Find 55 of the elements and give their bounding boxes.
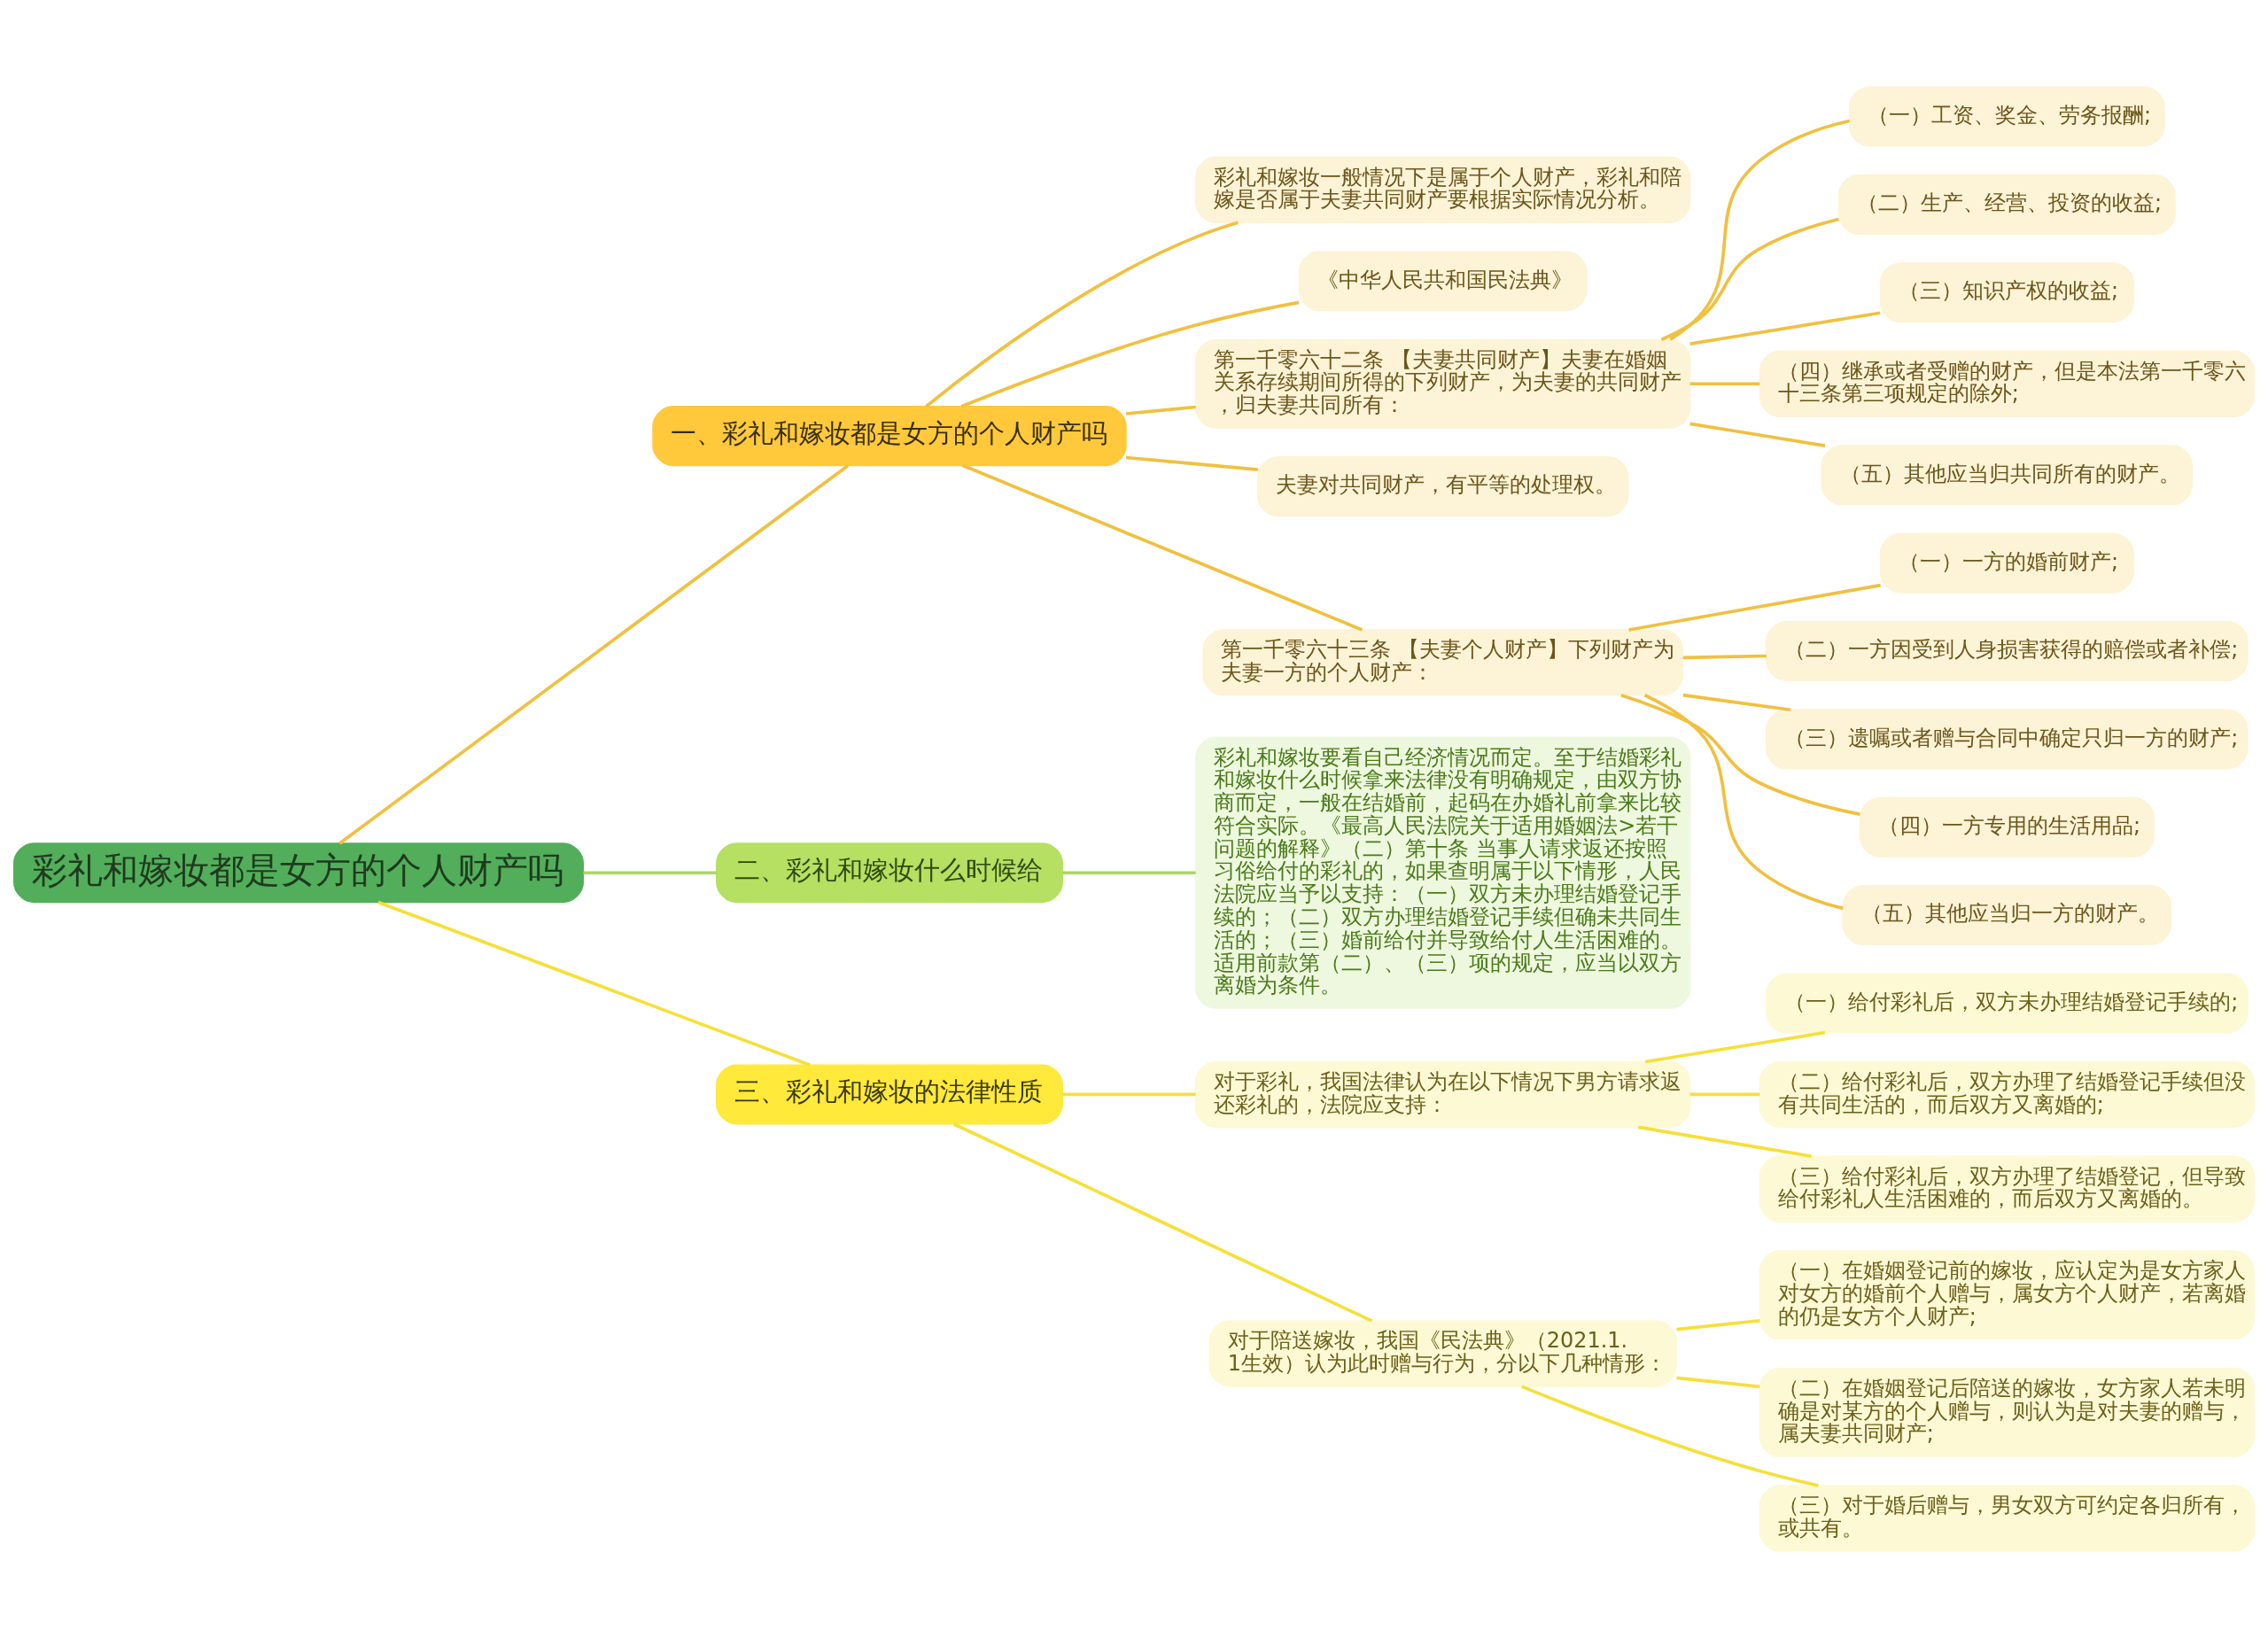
node-box: 《中华人民共和国民法典》 xyxy=(1298,251,1588,312)
node-box: 彩礼和嫁妆一般情况下是属于个人财产，彩礼和陪嫁是否属于夫妻共同财产要根据实际情况分析。 xyxy=(1195,156,1691,223)
node-box: （三）知识产权的收益; xyxy=(1879,262,2134,323)
connector xyxy=(583,871,717,875)
node-box: 二、彩礼和嫁妆什么时候给 xyxy=(716,842,1063,904)
connector xyxy=(1660,217,1839,342)
connector xyxy=(1125,455,1258,471)
node-box: （二）一方因受到人身损害获得的赔偿或者补偿; xyxy=(1766,620,2249,681)
node-box: 夫妻对共同财产，有平等的处理权。 xyxy=(1256,456,1629,517)
node-box: （一）工资、奖金、劳务报酬; xyxy=(1848,86,2165,147)
connector xyxy=(1689,1092,1760,1097)
connector xyxy=(1682,693,1791,712)
node-box: （二）给付彩礼后，双方办理了结婚登记手续但没有共同生活的，而后双方又离婚的; xyxy=(1759,1060,2255,1129)
node-box: （二）生产、经营、投资的收益; xyxy=(1837,174,2176,235)
connector xyxy=(1062,871,1196,875)
node-box: （一）在婚姻登记前的嫁妆，应认定为是女方家人对女方的婚前个人赠与，属女方个人财产，若离婚的仍是女方个人财产; xyxy=(1759,1250,2255,1340)
connector xyxy=(1628,583,1881,632)
connector xyxy=(925,221,1239,408)
connector xyxy=(961,463,1363,632)
node-box: （三）给付彩礼后，双方办理了结婚登记，但导致给付彩礼人生活困难的，而后双方又离婚的。 xyxy=(1759,1155,2255,1223)
node-box: 对于彩礼，我国法律认为在以下情况下男方请求返还彩礼的，法院应支持： xyxy=(1195,1060,1691,1129)
connector xyxy=(1062,1092,1196,1097)
connector xyxy=(1521,1385,1819,1487)
node-box: （五）其他应当归一方的财产。 xyxy=(1842,885,2172,946)
connector xyxy=(1669,119,1850,341)
connector xyxy=(377,900,811,1067)
connector xyxy=(1689,422,1826,447)
node-box: （三）遗嘱或者赠与合同中确定只归一方的财产; xyxy=(1766,709,2249,770)
node-box: 一、彩礼和嫁妆都是女方的个人财产吗 xyxy=(652,406,1127,467)
connector xyxy=(1689,382,1760,386)
node-box: （一）给付彩礼后，双方未办理结婚登记手续的; xyxy=(1766,973,2249,1034)
connector xyxy=(1676,1376,1760,1389)
connector xyxy=(1643,694,1844,911)
node-box: （一）一方的婚前财产; xyxy=(1879,532,2134,594)
connector xyxy=(960,300,1300,408)
node-box: 彩礼和嫁妆要看自己经济情况而定。至于结婚彩礼和嫁妆什么时候拿来法律没有明确规定，由双方协商而定，一般在结婚前，起码在办婚礼前拿来比较符合实际。《最高人民法院关于适用婚姻法>若干问题的解释》（二）第十条 当事人请求返还按照习俗给付的彩礼的，如果查明属于以下情形，人民法院应当予以支持：（一）双方未办理结婚登记手续的；（二）双方办理结婚登记手续但确未共同生活的；（三）婚前给付并导致给付人生活困难的。适用前款第（二）、（三）项的规定，应当以双方离婚为条件。 xyxy=(1195,736,1691,1009)
connector xyxy=(1620,694,1860,816)
node-box: （二）在婚姻登记后陪送的嫁妆，女方家人若未明确是对某方的个人赠与，则认为是对夫妻的赠与，属夫妻共同财产; xyxy=(1759,1367,2255,1457)
node-box: 对于陪送嫁妆，我国《民法典》（2021.1.1生效）认为此时赠与行为，分以下几种情形： xyxy=(1208,1320,1677,1387)
connector xyxy=(1644,1030,1826,1064)
connector xyxy=(1682,654,1767,660)
node-box: （四）一方专用的生活用品; xyxy=(1859,796,2155,858)
node-box: （五）其他应当归共同所有的财产。 xyxy=(1821,445,2194,506)
connector xyxy=(338,464,850,845)
connector xyxy=(1125,405,1196,415)
node-box: 彩礼和嫁妆都是女方的个人财产吗 xyxy=(13,842,584,904)
node-box: 第一千零六十三条 【夫妻个人财产】下列财产为夫妻一方的个人财产： xyxy=(1202,629,1684,696)
node-box: （三）对于婚后赠与，男女双方可约定各归所有，或共有。 xyxy=(1759,1485,2255,1552)
connector xyxy=(952,1122,1373,1323)
node-box: 第一千零六十二条 【夫妻共同财产】夫妻在婚姻关系存续期间所得的下列财产，为夫妻的共同财产，归夫妻共同所有： xyxy=(1195,338,1691,429)
connector xyxy=(1689,311,1881,345)
node-box: 三、彩礼和嫁妆的法律性质 xyxy=(716,1064,1063,1125)
connector xyxy=(1637,1125,1813,1159)
node-box: （四）继承或者受赠的财产，但是本法第一千零六十三条第三项规定的除外; xyxy=(1759,350,2255,417)
connector xyxy=(1676,1318,1760,1331)
